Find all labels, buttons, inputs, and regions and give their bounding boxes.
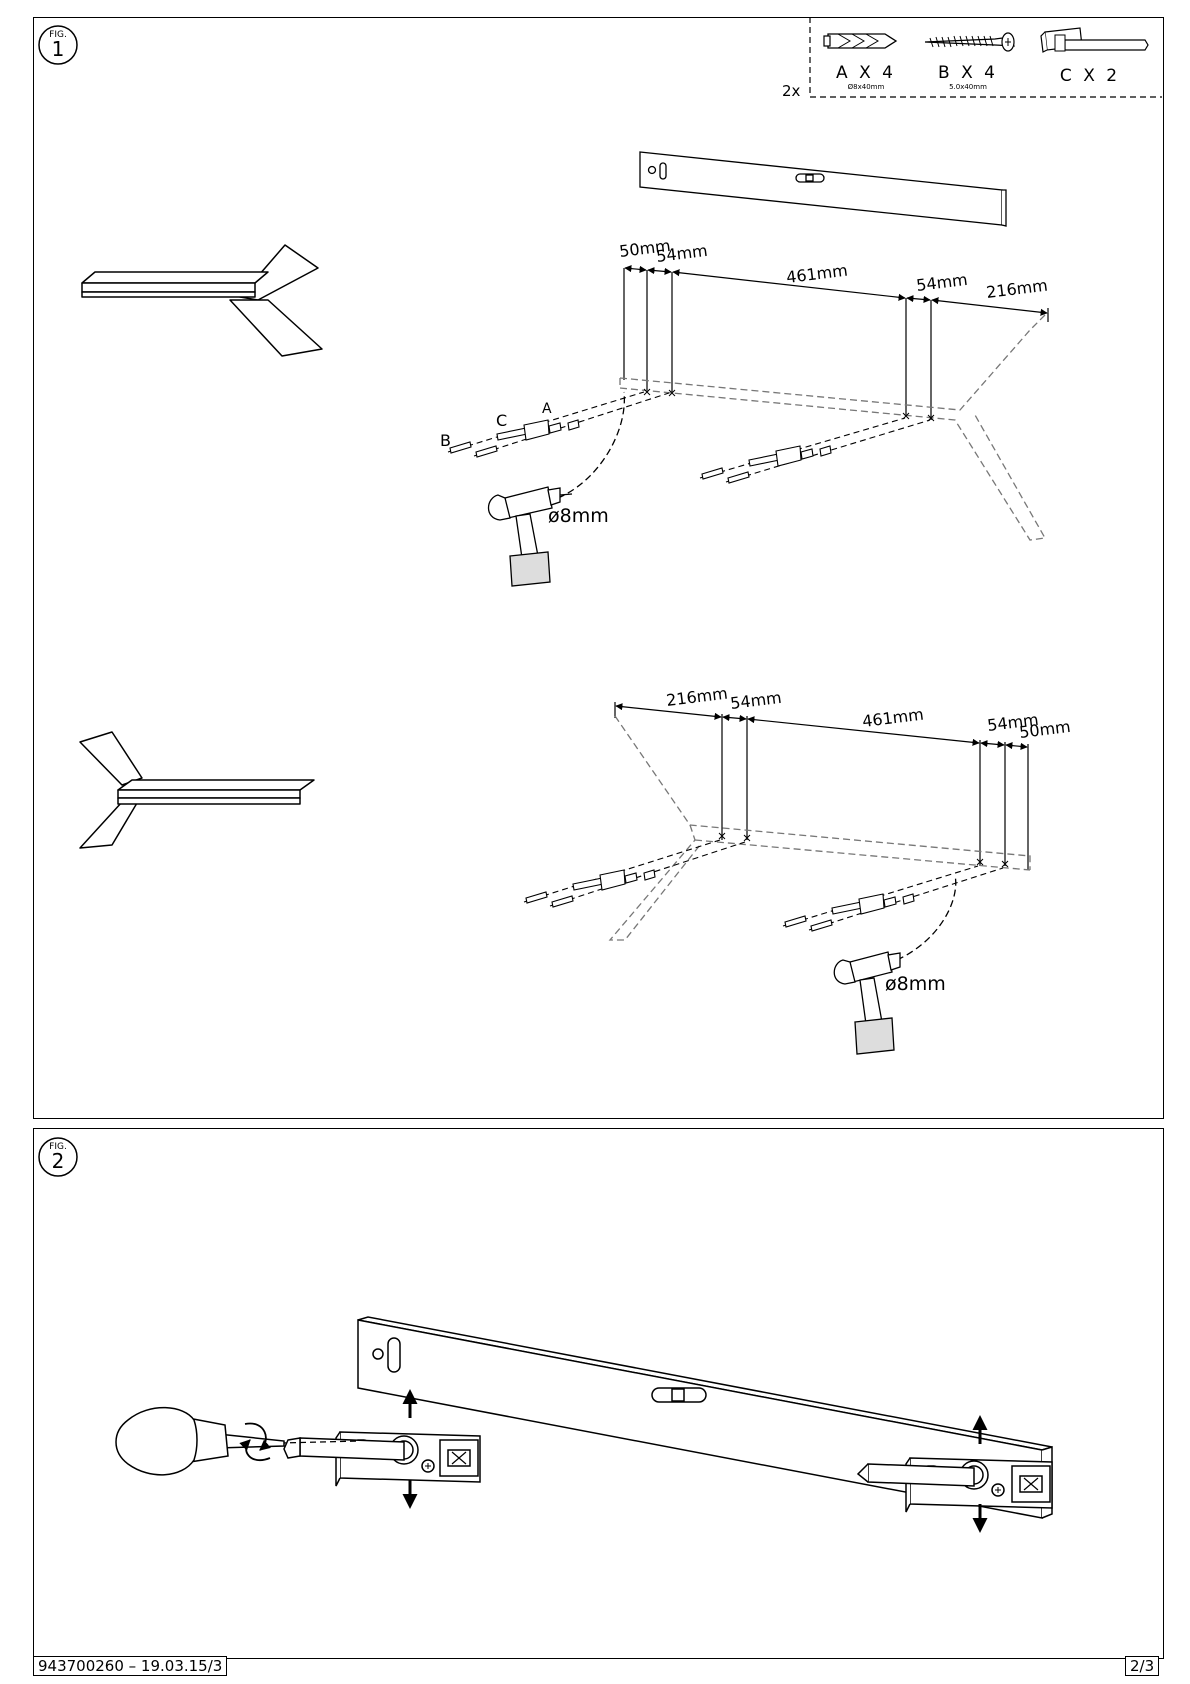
spirit-level-icon	[640, 152, 1006, 226]
drill-size-lower: ø8mm	[885, 973, 946, 995]
fig1-badge-number: 1	[52, 37, 65, 61]
shelf-illustration-left-wing	[80, 732, 314, 848]
wall-plug-icon	[824, 34, 896, 48]
part-letter-a: A	[542, 401, 552, 417]
part-c-qty: C X 2	[1060, 66, 1120, 86]
shelf-illustration-right-wing	[82, 245, 322, 356]
lower-dim-54-left: 54mm	[729, 688, 782, 713]
upper-dim-461: 461mm	[785, 261, 849, 287]
upper-dimension-labels: 50mm 54mm 461mm 54mm 216mm	[618, 236, 1049, 302]
part-letter-c: C	[496, 411, 507, 430]
part-letter-b: B	[440, 431, 451, 450]
lower-dimension-labels: 216mm 54mm 461mm 54mm 50mm	[665, 684, 1071, 742]
lower-hardware-left	[524, 840, 745, 907]
screw-icon	[925, 33, 1014, 51]
lower-shelf-outline	[610, 716, 1030, 940]
lower-dim-461: 461mm	[861, 705, 925, 731]
drill-size-upper: ø8mm	[548, 505, 609, 527]
upper-hardware-left	[448, 392, 669, 457]
upper-hardware-right	[700, 418, 930, 483]
bracket-left-icon	[284, 1432, 480, 1486]
parts-box: 2x A X 4 Ø8x40mm B X 4 5.0x40mm C X 2	[782, 17, 1162, 100]
drill-icon-upper	[489, 392, 625, 586]
part-a-size: Ø8x40mm	[848, 83, 885, 91]
upper-dim-54-right: 54mm	[915, 270, 968, 295]
lower-dim-216: 216mm	[665, 684, 729, 710]
fig1-badge: FIG. 1	[39, 26, 77, 64]
part-b-size: 5.0x40mm	[949, 83, 987, 91]
bracket-icon	[1041, 28, 1148, 52]
upper-dim-216: 216mm	[985, 276, 1049, 302]
parts-multiplier: 2x	[782, 82, 801, 100]
page-number: 2/3	[1125, 1656, 1159, 1676]
fig2-badge-number: 2	[52, 1149, 65, 1173]
part-a-qty: A X 4	[836, 63, 896, 83]
upper-dimension-lines	[624, 268, 1048, 420]
part-b-qty: B X 4	[938, 63, 998, 83]
doc-reference: 943700260 – 19.03.15/3	[33, 1656, 227, 1676]
lower-dimension-lines	[615, 702, 1028, 870]
fig2-badge: FIG. 2	[39, 1138, 77, 1176]
lower-hardware-right	[783, 866, 1003, 931]
upper-shelf-outline	[620, 312, 1048, 540]
